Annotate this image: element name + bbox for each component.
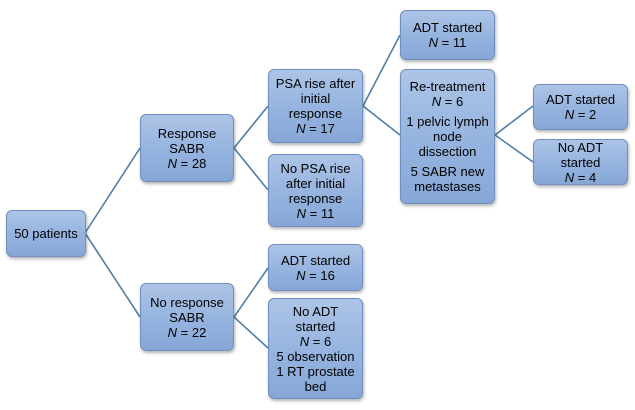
node-adt-started-11: ADT started N = 11 — [400, 10, 495, 60]
node-count: N = 16 — [296, 267, 335, 283]
node-detail: bed — [304, 378, 327, 394]
node-re-treatment: Re-treatment N = 6 1 pelvic lymph node d… — [400, 69, 495, 204]
node-label: No response — [150, 294, 224, 310]
node-label: started — [295, 318, 336, 334]
node-psa-rise: PSA rise after initial response N = 17 — [268, 69, 363, 143]
connector-retreatment-adt — [494, 105, 534, 136]
node-label: initial response — [288, 91, 343, 121]
node-label: PSA rise after — [275, 76, 356, 91]
node-label: SABR — [169, 140, 205, 156]
node-label: ADT started — [280, 252, 351, 268]
connector-no-response-adt — [233, 267, 269, 318]
node-detail: 5 SABR new — [410, 164, 485, 179]
node-no-adt-started-4: No ADT started N = 4 — [533, 139, 628, 185]
node-count: N = 6 — [431, 94, 464, 109]
node-label: Re-treatment — [409, 79, 486, 94]
node-detail: 1 RT prostate — [276, 363, 355, 379]
connector-response-no-psa-rise — [233, 147, 269, 191]
connector-retreatment-no-adt — [494, 134, 534, 163]
node-count: N = 6 — [299, 333, 332, 349]
connector-root-response — [84, 147, 141, 234]
node-no-adt-started-6: No ADT started N = 6 5 observation 1 RT … — [268, 298, 363, 399]
node-adt-started-16: ADT started N = 16 — [268, 244, 363, 291]
node-label: response — [288, 190, 343, 206]
node-detail: node — [433, 129, 462, 144]
node-label: Response — [157, 125, 217, 141]
node-count: N = 11 — [296, 205, 335, 221]
node-count: N = 4 — [564, 169, 597, 185]
node-count: N = 22 — [167, 324, 207, 340]
node-50-patients: 50 patients — [6, 210, 86, 257]
connector-root-no-response — [84, 232, 141, 318]
connector-response-psa-rise — [233, 105, 269, 149]
node-no-response-sabr: No response SABR N = 22 — [140, 283, 234, 351]
node-detail: 1 pelvic lymph — [406, 114, 489, 129]
connector-psa-rise-retreatment — [362, 105, 401, 136]
connector-no-response-no-adt — [233, 316, 269, 349]
node-response-sabr: Response SABR N = 28 — [140, 114, 234, 182]
node-label: after initial — [285, 175, 346, 191]
node-label: ADT started — [545, 92, 616, 107]
node-detail: dissection — [418, 144, 477, 159]
node-label: ADT started — [412, 20, 483, 35]
node-count: N = 2 — [564, 107, 597, 122]
connector-psa-rise-adt — [362, 34, 401, 107]
node-label: 50 patients — [14, 226, 78, 241]
node-label: No ADT — [292, 303, 339, 319]
node-count: N = 28 — [167, 155, 207, 171]
node-no-psa-rise: No PSA rise after initial response N = 1… — [268, 154, 363, 227]
node-label: No PSA rise — [280, 160, 351, 176]
node-detail: 5 observation — [276, 348, 355, 364]
node-count: N = 17 — [296, 121, 335, 136]
node-count: N = 11 — [428, 35, 467, 50]
node-label: No ADT started — [557, 139, 604, 170]
node-label: SABR — [169, 309, 205, 325]
node-adt-started-2: ADT started N = 2 — [533, 84, 628, 130]
node-detail: metastases — [414, 179, 481, 194]
